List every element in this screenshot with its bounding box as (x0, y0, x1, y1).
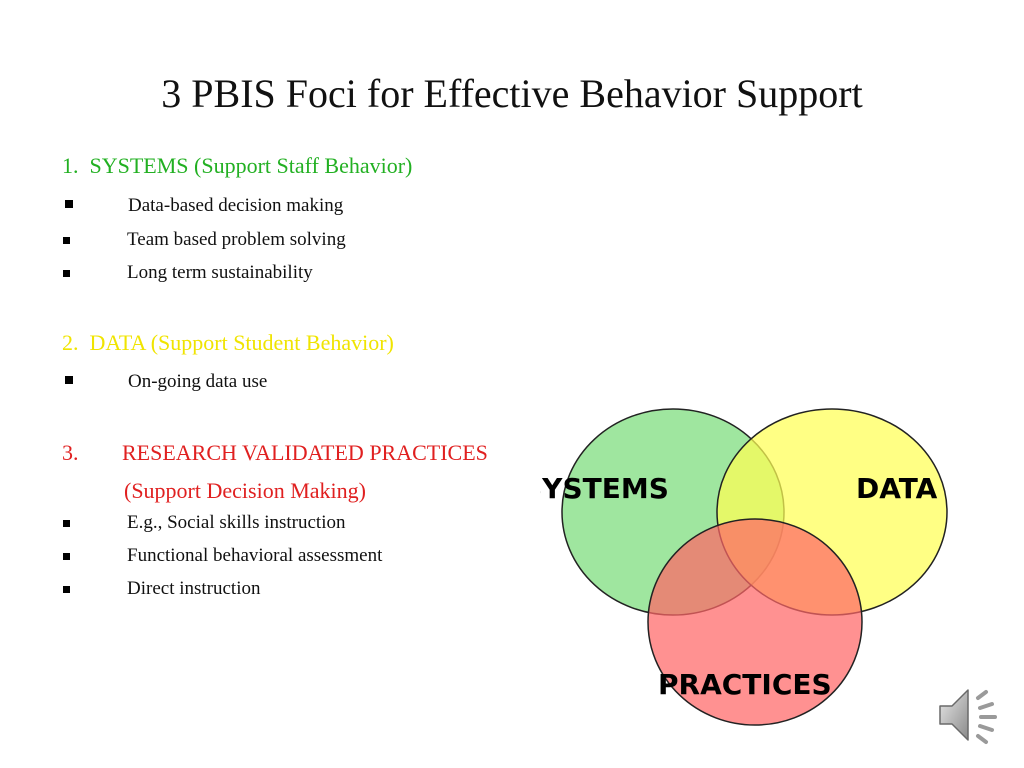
venn-circle-practices (647, 518, 863, 726)
section-practices-number: 3. (62, 440, 79, 465)
bullet-icon (63, 553, 70, 560)
section-practices-subheading: (Support Decision Making) (124, 478, 366, 503)
bullet-icon (63, 520, 70, 527)
systems-item-3: Long term sustainability (127, 262, 313, 283)
slide-title: 3 PBIS Foci for Effective Behavior Suppo… (161, 71, 863, 116)
practices-item-2: Functional behavioral assessment (127, 545, 383, 566)
section-practices-title: RESEARCH VALIDATED PRACTICES (122, 440, 488, 465)
systems-item-1: Data-based decision making (128, 195, 344, 216)
bullet-icon (63, 586, 70, 593)
practices-item-1: E.g., Social skills instruction (127, 512, 346, 533)
section-systems-heading: 1. SYSTEMS (Support Staff Behavior) (62, 153, 412, 179)
bullet-icon (65, 200, 73, 208)
section-data-heading: 2. DATA (Support Student Behavior) (62, 330, 394, 356)
venn-label-systems: SYSTEMS (540, 472, 669, 505)
data-item-1: On-going data use (128, 371, 268, 392)
section-practices-heading: 3. RESEARCH VALIDATED PRACTICES (62, 440, 488, 466)
venn-label-data: DATA (856, 472, 938, 505)
section-systems-number: 1. (62, 153, 79, 178)
section-data-title: DATA (Support Student Behavior) (89, 330, 394, 355)
systems-item-2: Team based problem solving (127, 229, 346, 250)
bullet-icon (63, 270, 70, 277)
venn-label-practices: PRACTICES (658, 668, 832, 701)
bullet-icon (63, 237, 70, 244)
venn-diagram: SYSTEMS DATA PRACTICES (540, 408, 948, 726)
practices-item-3: Direct instruction (127, 578, 261, 599)
bullet-icon (65, 376, 73, 384)
speaker-icon[interactable] (934, 682, 1006, 748)
section-data-number: 2. (62, 330, 79, 355)
section-systems-title: SYSTEMS (Support Staff Behavior) (89, 153, 413, 178)
